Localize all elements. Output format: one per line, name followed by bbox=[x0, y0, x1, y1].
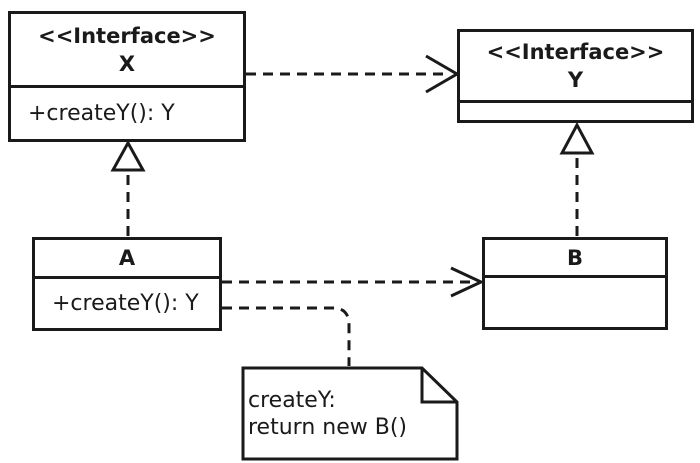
hollow-triangle-icon bbox=[110, 139, 146, 172]
class-y-methods bbox=[460, 103, 691, 120]
class-b-methods bbox=[485, 278, 665, 327]
class-b-title: B bbox=[485, 240, 665, 278]
class-x-stereotype: <<Interface>> bbox=[38, 23, 216, 48]
class-x-title: <<Interface>> X bbox=[11, 14, 243, 88]
class-box-b: B bbox=[482, 237, 668, 330]
class-box-a: A +createY(): Y bbox=[32, 237, 222, 331]
note-line: return new B() bbox=[248, 415, 407, 440]
class-a-method-label: +createY(): Y bbox=[52, 291, 199, 316]
class-a-title: A bbox=[35, 240, 219, 279]
class-y-name: Y bbox=[567, 68, 584, 92]
realization-arrow-b-to-y bbox=[559, 121, 595, 236]
note-text: createY: return new B() bbox=[248, 387, 407, 441]
class-b-name: B bbox=[566, 245, 583, 270]
dependency-arrow-x-to-y bbox=[246, 54, 460, 94]
note-shape bbox=[241, 366, 459, 461]
class-x-method-label: +createY(): Y bbox=[28, 101, 175, 126]
note-line: createY: bbox=[248, 388, 336, 413]
class-box-interface-y: <<Interface>> Y bbox=[457, 29, 694, 123]
note-fold-icon bbox=[420, 368, 457, 404]
note-connector bbox=[222, 306, 351, 366]
realization-arrow-a-to-x bbox=[110, 139, 146, 236]
class-box-interface-x: <<Interface>> X +createY(): Y bbox=[8, 11, 246, 142]
class-y-title: <<Interface>> Y bbox=[460, 32, 691, 103]
class-x-methods: +createY(): Y bbox=[11, 88, 243, 139]
class-a-methods: +createY(): Y bbox=[35, 279, 219, 328]
open-arrowhead-icon bbox=[450, 266, 485, 298]
class-y-stereotype: <<Interface>> bbox=[486, 40, 665, 64]
class-x-name: X bbox=[118, 51, 136, 76]
dependency-arrow-a-to-b bbox=[222, 266, 485, 298]
class-a-name: A bbox=[118, 246, 136, 270]
hollow-triangle-icon bbox=[559, 121, 595, 155]
